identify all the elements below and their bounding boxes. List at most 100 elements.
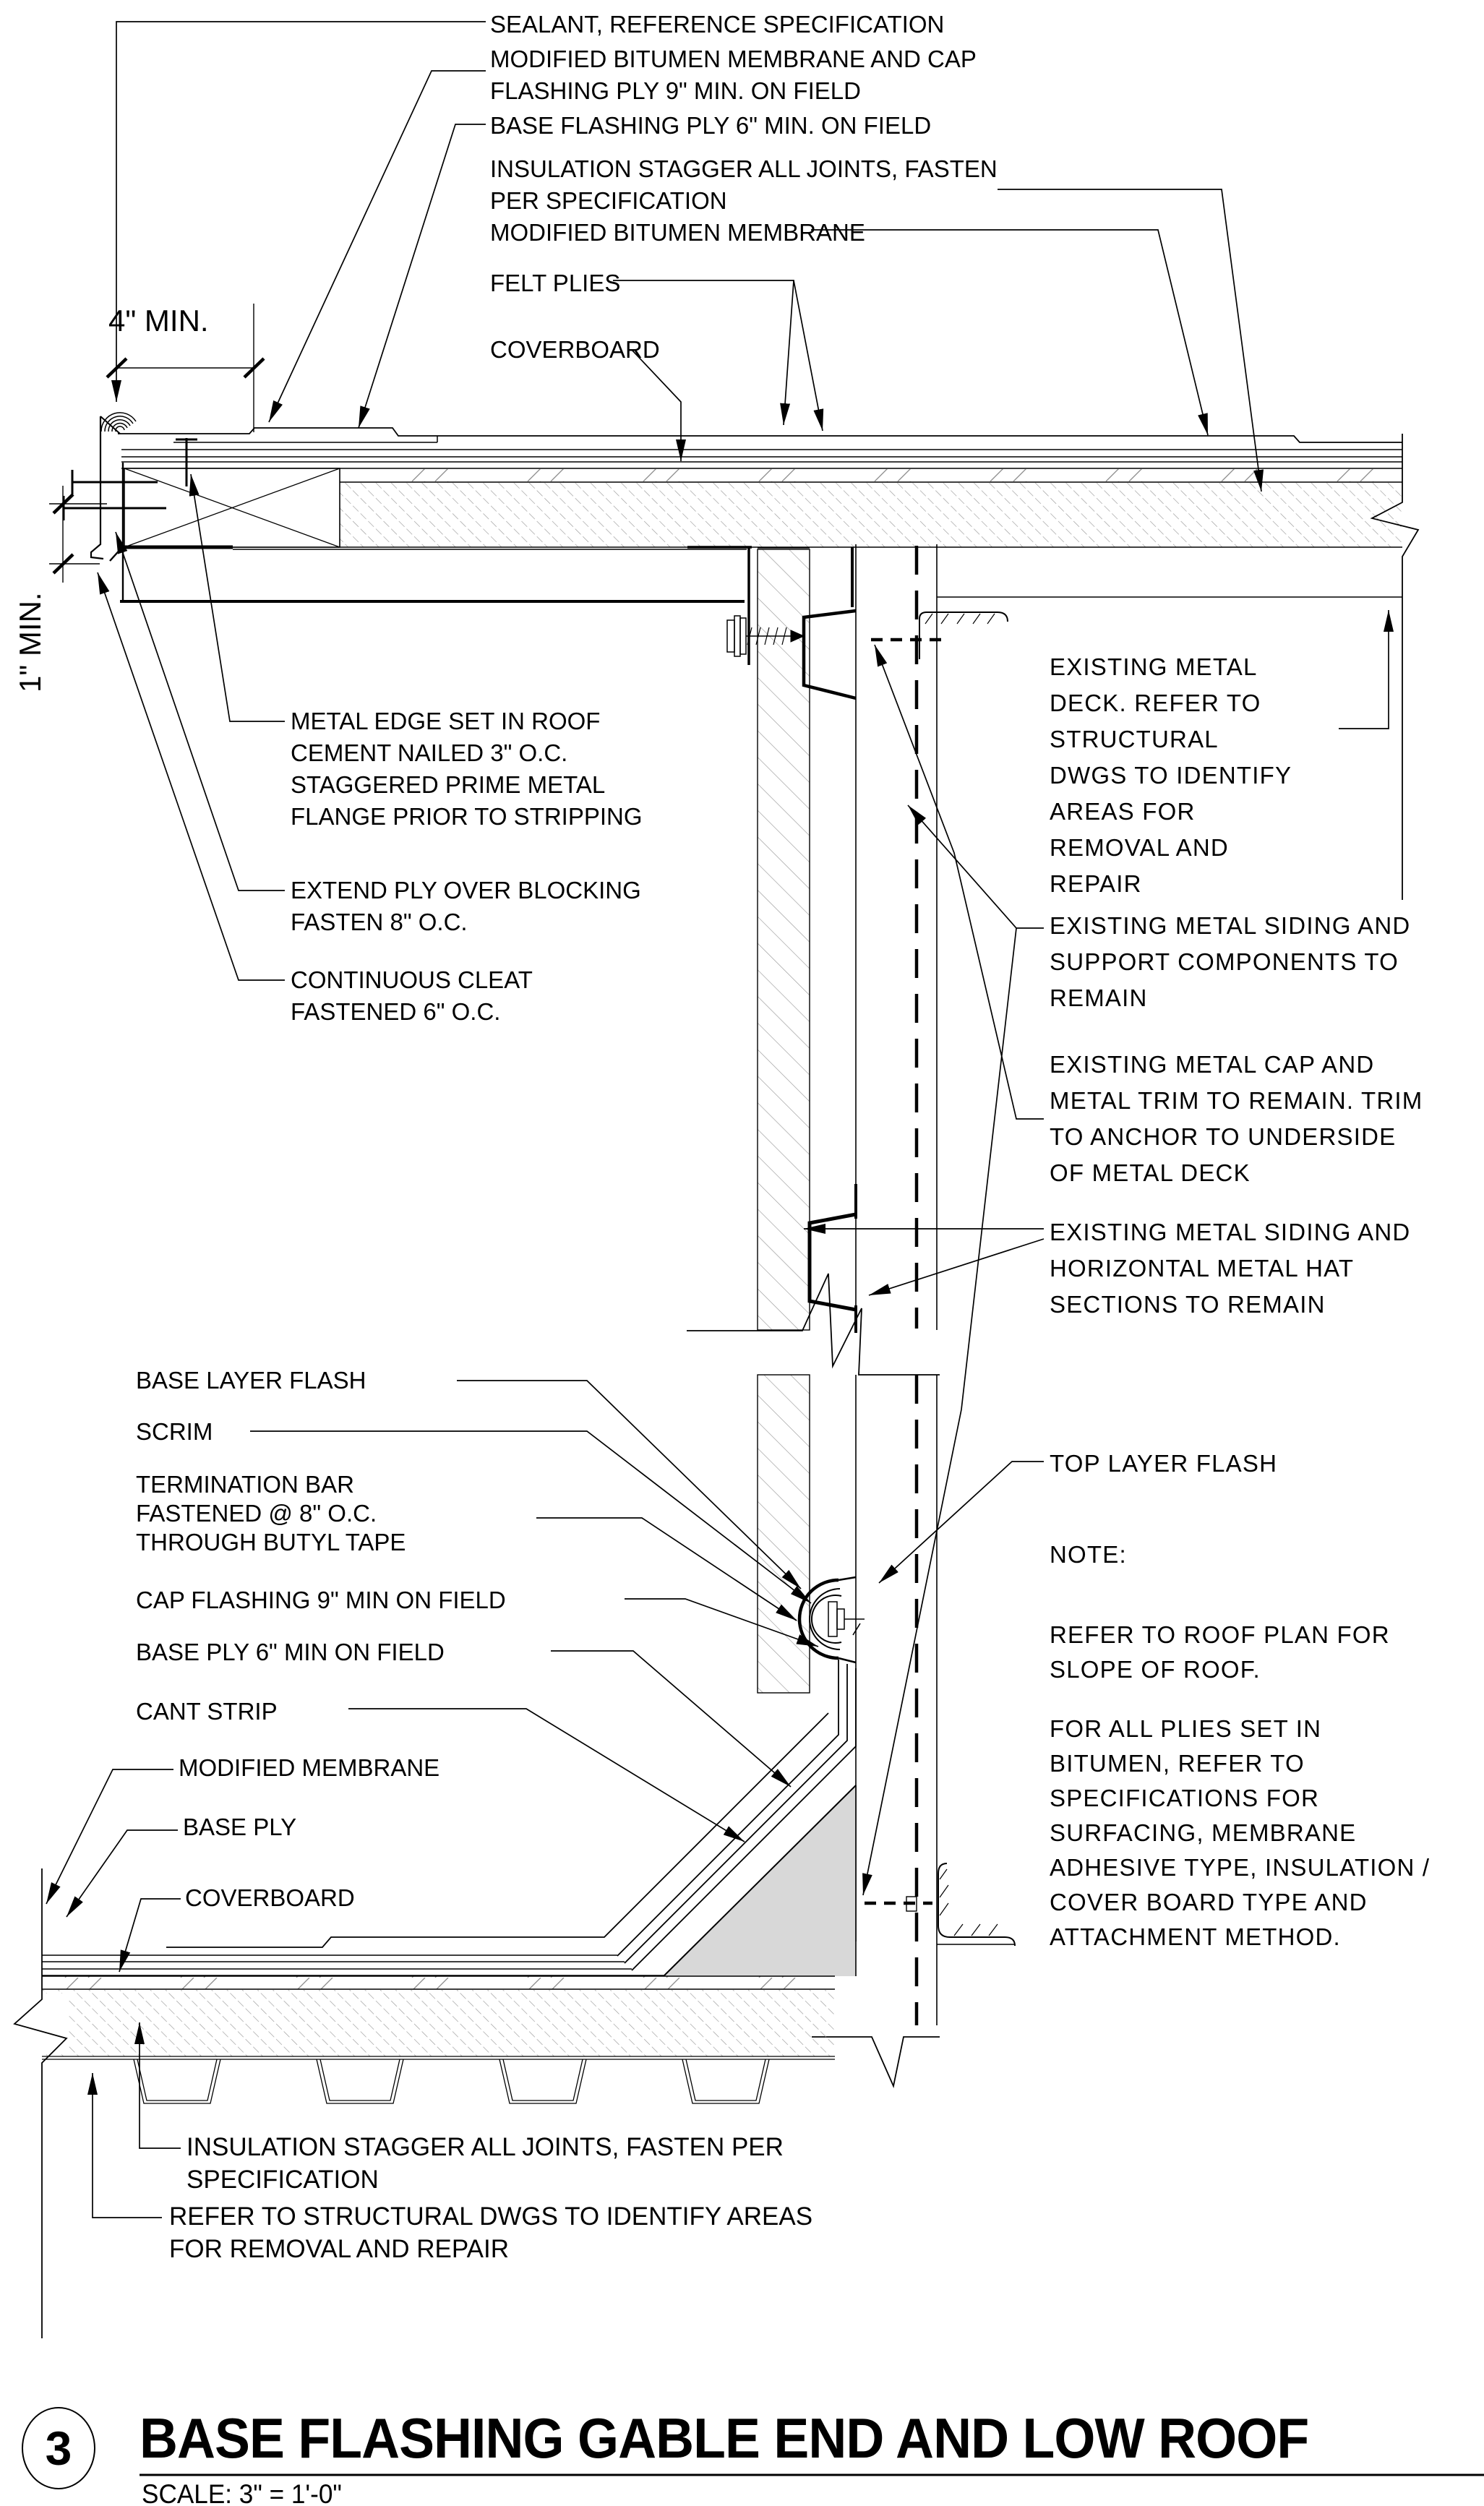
label-line: REFER TO STRUCTURAL DWGS TO IDENTIFY ARE… (169, 2202, 813, 2231)
lower-left-break (13, 1868, 68, 2338)
label-line: PER SPECIFICATION (490, 187, 727, 214)
wall-flashing (166, 1660, 857, 1971)
wall-blocking-upper (757, 549, 810, 1331)
label-line: STAGGERED PRIME METAL (291, 771, 606, 798)
label-mod-membrane: MODIFIED MEMBRANE (179, 1754, 439, 1782)
label-line: SCRIM (136, 1418, 213, 1445)
label-refer-struct: REFER TO STRUCTURAL DWGS TO IDENTIFY ARE… (169, 2200, 812, 2265)
leader-base-ply-6 (551, 1650, 792, 1788)
right-break-line (1370, 434, 1420, 900)
leader-termination-bar (536, 1517, 797, 1621)
leader-coverboard-low (119, 1898, 181, 1973)
label-line: CONTINUOUS CLEAT (291, 966, 533, 993)
label-line: EXISTING METAL (1050, 653, 1258, 680)
detail-number: 3 (45, 2421, 72, 2475)
support-angle-bottom (906, 1863, 1016, 1947)
leader-coverboard-top (631, 349, 686, 461)
label-line: COVERBOARD (185, 1884, 355, 1911)
label-line: NOTE: (1050, 1541, 1127, 1568)
leader-hat-b (868, 1238, 1045, 1296)
label-line: METAL TRIM TO REMAIN. TRIM (1050, 1087, 1423, 1114)
leader-siding-support-b (862, 927, 1017, 1896)
label-note-slope: REFER TO ROOF PLAN FOR SLOPE OF ROOF. (1050, 1618, 1390, 1687)
label-line: MODIFIED BITUMEN MEMBRANE AND CAP (490, 46, 977, 72)
label-coverboard-low: COVERBOARD (185, 1884, 355, 1913)
leader-cap-flashing-9 (625, 1598, 819, 1647)
label-cont-cleat: CONTINUOUS CLEAT FASTENED 6" O.C. (291, 964, 533, 1028)
label-line: DWGS TO IDENTIFY (1050, 762, 1292, 789)
support-angle-top (919, 612, 1008, 659)
leader-base-layer-flash (457, 1380, 802, 1589)
lower-membranes (42, 1954, 664, 1976)
upper-coverboard-band (121, 469, 1402, 482)
label-line: REFER TO ROOF PLAN FOR (1050, 1621, 1390, 1648)
deck-clip-angle (687, 546, 752, 665)
label-base-layer-flash: BASE LAYER FLASH (136, 1366, 366, 1395)
wall-break-bottom (812, 2036, 940, 2088)
upper-insulation (340, 483, 1402, 547)
label-line: AREAS FOR (1050, 798, 1196, 825)
label-line: BITUMEN, REFER TO (1050, 1750, 1305, 1777)
label-line: EXTEND PLY OVER BLOCKING (291, 877, 641, 904)
label-line: REPAIR (1050, 870, 1142, 897)
leader-insulation-low (134, 2022, 181, 2149)
leader-top-layer-flash (878, 1461, 1044, 1584)
label-line: FASTENED @ 8" O.C. (136, 1500, 377, 1527)
label-base-ply-6: BASE PLY 6" MIN ON FIELD (136, 1638, 445, 1667)
leader-mod-bit-mem (811, 229, 1209, 436)
fascia-face (90, 416, 104, 560)
label-line: CAP FLASHING 9" MIN ON FIELD (136, 1587, 506, 1613)
label-line: SPECIFICATION (186, 2166, 379, 2194)
leader-lines (46, 21, 1394, 2218)
label-line: FELT PLIES (490, 270, 621, 296)
lower-coverboard-band (42, 1976, 835, 1989)
label-line: CANT STRIP (136, 1698, 278, 1725)
leader-refer-struct (87, 2073, 162, 2218)
label-exist-cap-trim: EXISTING METAL CAP AND METAL TRIM TO REMA… (1050, 1047, 1423, 1191)
label-line: BASE PLY 6" MIN ON FIELD (136, 1639, 445, 1665)
label-line: SEALANT, REFERENCE SPECIFICATION (490, 11, 945, 38)
leader-scrim (250, 1430, 812, 1604)
leader-cant-strip (348, 1708, 745, 1842)
label-line: SUPPORT COMPONENTS TO (1050, 948, 1399, 975)
corrugated-deck (42, 2056, 835, 2104)
leader-base-ply (66, 1829, 178, 1918)
leader-siding-support-a (907, 804, 1044, 929)
upper-roof-assembly (118, 427, 1420, 900)
label-line: BASE PLY (183, 1814, 297, 1840)
label-line: MODIFIED BITUMEN MEMBRANE (490, 219, 865, 246)
label-line: TO ANCHOR TO UNDERSIDE (1050, 1123, 1397, 1150)
hat-section-lower (807, 1184, 857, 1342)
dimension-4min (106, 304, 265, 432)
leader-sealant (111, 21, 486, 402)
label-sealant: SEALANT, REFERENCE SPECIFICATION (490, 9, 944, 40)
label-exist-deck: EXISTING METAL DECK. REFER TO STRUCTURAL DW… (1050, 649, 1292, 902)
label-line: CEMENT NAILED 3" O.C. (291, 739, 568, 766)
label-line: MODIFIED MEMBRANE (179, 1754, 440, 1781)
label-line: STRUCTURAL (1050, 726, 1219, 752)
label-line: EXISTING METAL SIDING AND (1050, 1219, 1411, 1245)
label-note-head: NOTE: (1050, 1537, 1127, 1573)
flange-nail (176, 438, 197, 486)
label-line: FLANGE PRIOR TO STRIPPING (291, 803, 643, 830)
leader-cap-trim (874, 644, 1044, 1120)
label-line: SPECIFICATIONS FOR (1050, 1785, 1320, 1811)
gable-wall (687, 544, 1008, 2088)
label-line: EXISTING METAL CAP AND (1050, 1051, 1375, 1078)
label-base-flashing: BASE FLASHING PLY 6" MIN. ON FIELD (490, 110, 931, 142)
leader-metal-edge (189, 473, 285, 722)
label-line: SLOPE OF ROOF. (1050, 1656, 1261, 1683)
label-line: COVER BOARD TYPE AND (1050, 1889, 1368, 1915)
label-mod-bit-mem: MODIFIED BITUMEN MEMBRANE (490, 217, 865, 249)
label-cap-flashing-9: CAP FLASHING 9" MIN ON FIELD (136, 1586, 506, 1615)
label-line: COVERBOARD (490, 336, 660, 363)
label-line: BASE LAYER FLASH (136, 1367, 366, 1394)
label-line: DECK. REFER TO (1050, 690, 1261, 716)
label-insulation-low: INSULATION STAGGER ALL JOINTS, FASTEN PE… (186, 2131, 784, 2196)
label-line: FASTENED 6" O.C. (291, 998, 501, 1025)
